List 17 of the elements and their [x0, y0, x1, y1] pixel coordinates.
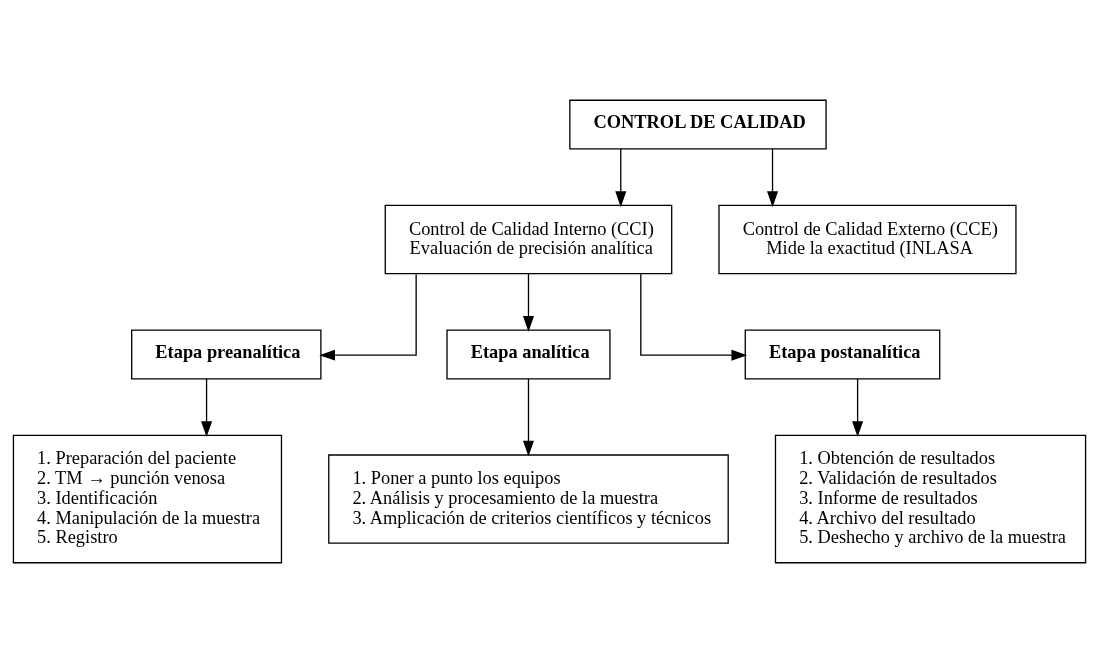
arrow — [615, 148, 627, 208]
arrow — [522, 273, 534, 332]
arrow — [201, 378, 213, 438]
arrow — [767, 148, 779, 208]
arrow — [852, 378, 864, 438]
node-box: Control de Calidad Interno (CCI) Evaluación de precisión analítica — [384, 204, 673, 275]
node-box: Etapa postanalítica — [744, 329, 941, 380]
arrow — [522, 378, 534, 457]
node-box: Etapa preanalítica — [131, 329, 322, 380]
node-box: Control de Calidad Externo (CCE) Mide la exactitud (INLASA — [718, 204, 1017, 275]
arrow — [640, 273, 748, 361]
node-box: 1. Obtención de resultados 2. Validación de resultados 3. Informe de resultados 4. Archivo del resultado 5. Deshecho y archivo de la muestra — [774, 434, 1087, 564]
node-box: 1. Poner a punto los equipos 2. Análisis y procesamiento de la muestra 3. Amplicación de criterios científicos y técnicos — [328, 454, 729, 544]
arrow — [319, 273, 417, 361]
node-box: CONTROL DE CALIDAD — [569, 99, 827, 150]
node-box: 1. Preparación del paciente 2. TM → punción venosa 3. Identificación 4. Manipulación de la muestra 5. Registro — [12, 434, 283, 564]
node-box: Etapa analítica — [446, 329, 611, 380]
